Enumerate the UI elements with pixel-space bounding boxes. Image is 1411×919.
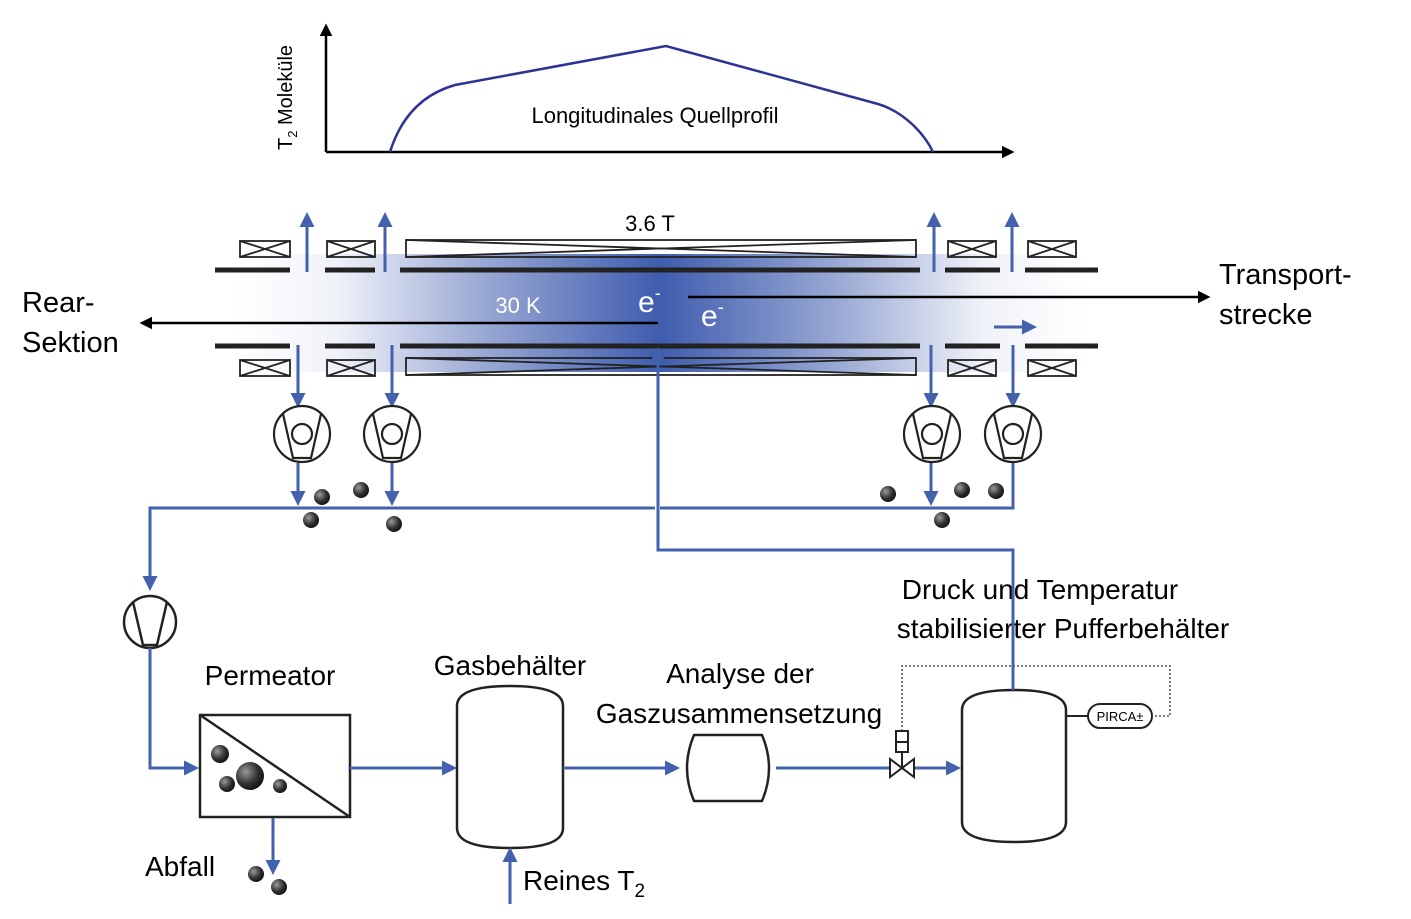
profile-y-label: T2 Moleküle [275,45,300,150]
analysis-label-2: Gaszusammensetzung [596,698,882,729]
turbo-pump-4 [983,404,1043,464]
electron-label-1: e- [638,283,661,319]
field-label: 3.6 T [625,211,675,236]
analysis-device [685,733,771,803]
waste-label: Abfall [145,851,215,882]
buffer-label-2: stabilisierter Pufferbehälter [897,613,1230,644]
turbo-pump-3 [902,404,962,464]
control-valve [889,730,915,779]
transport-label-1: Transport- [1219,259,1352,291]
pipe-to-permeator [148,648,199,776]
rear-section-label-1: Rear- [22,287,95,319]
gas-container [455,684,565,850]
analysis-label-1: Analyse der [666,658,814,689]
molecules-top [303,482,1004,532]
small-coils-bottom [239,359,1077,377]
source-tube: 3.6 T 30 K e- e- [139,211,1211,377]
profile-title: Longitudinales Quellprofil [531,103,778,128]
profile-curve [388,44,935,153]
injection-line [650,347,1015,690]
main-magnet-top [405,239,917,258]
temperature-label: 30 K [495,293,541,318]
pump-down-pipes [142,345,1021,591]
electron-label-2: e- [701,297,724,333]
pirca-label: PIRCA± [1097,709,1144,724]
control-signal-line [901,665,1171,731]
backing-pump [122,594,178,650]
small-coils-top [239,240,1077,258]
gas-container-label: Gasbehälter [434,650,587,681]
turbo-pump-2 [362,404,422,464]
buffer-label-1: Druck und Temperatur [902,574,1179,605]
permeator [198,713,352,819]
turbo-pump-1 [272,404,332,464]
transport-label-2: strecke [1219,299,1312,331]
pure-t2-label: Reines T2 [523,865,645,902]
source-profile-plot: Longitudinales Quellprofil T2 Moleküle [275,23,1015,159]
permeator-label: Permeator [205,660,336,691]
pump-out-arrows-up [299,212,1020,272]
waste-molecules [248,866,287,895]
rear-section-label-2: Sektion [22,327,119,359]
buffer-vessel [960,688,1068,844]
